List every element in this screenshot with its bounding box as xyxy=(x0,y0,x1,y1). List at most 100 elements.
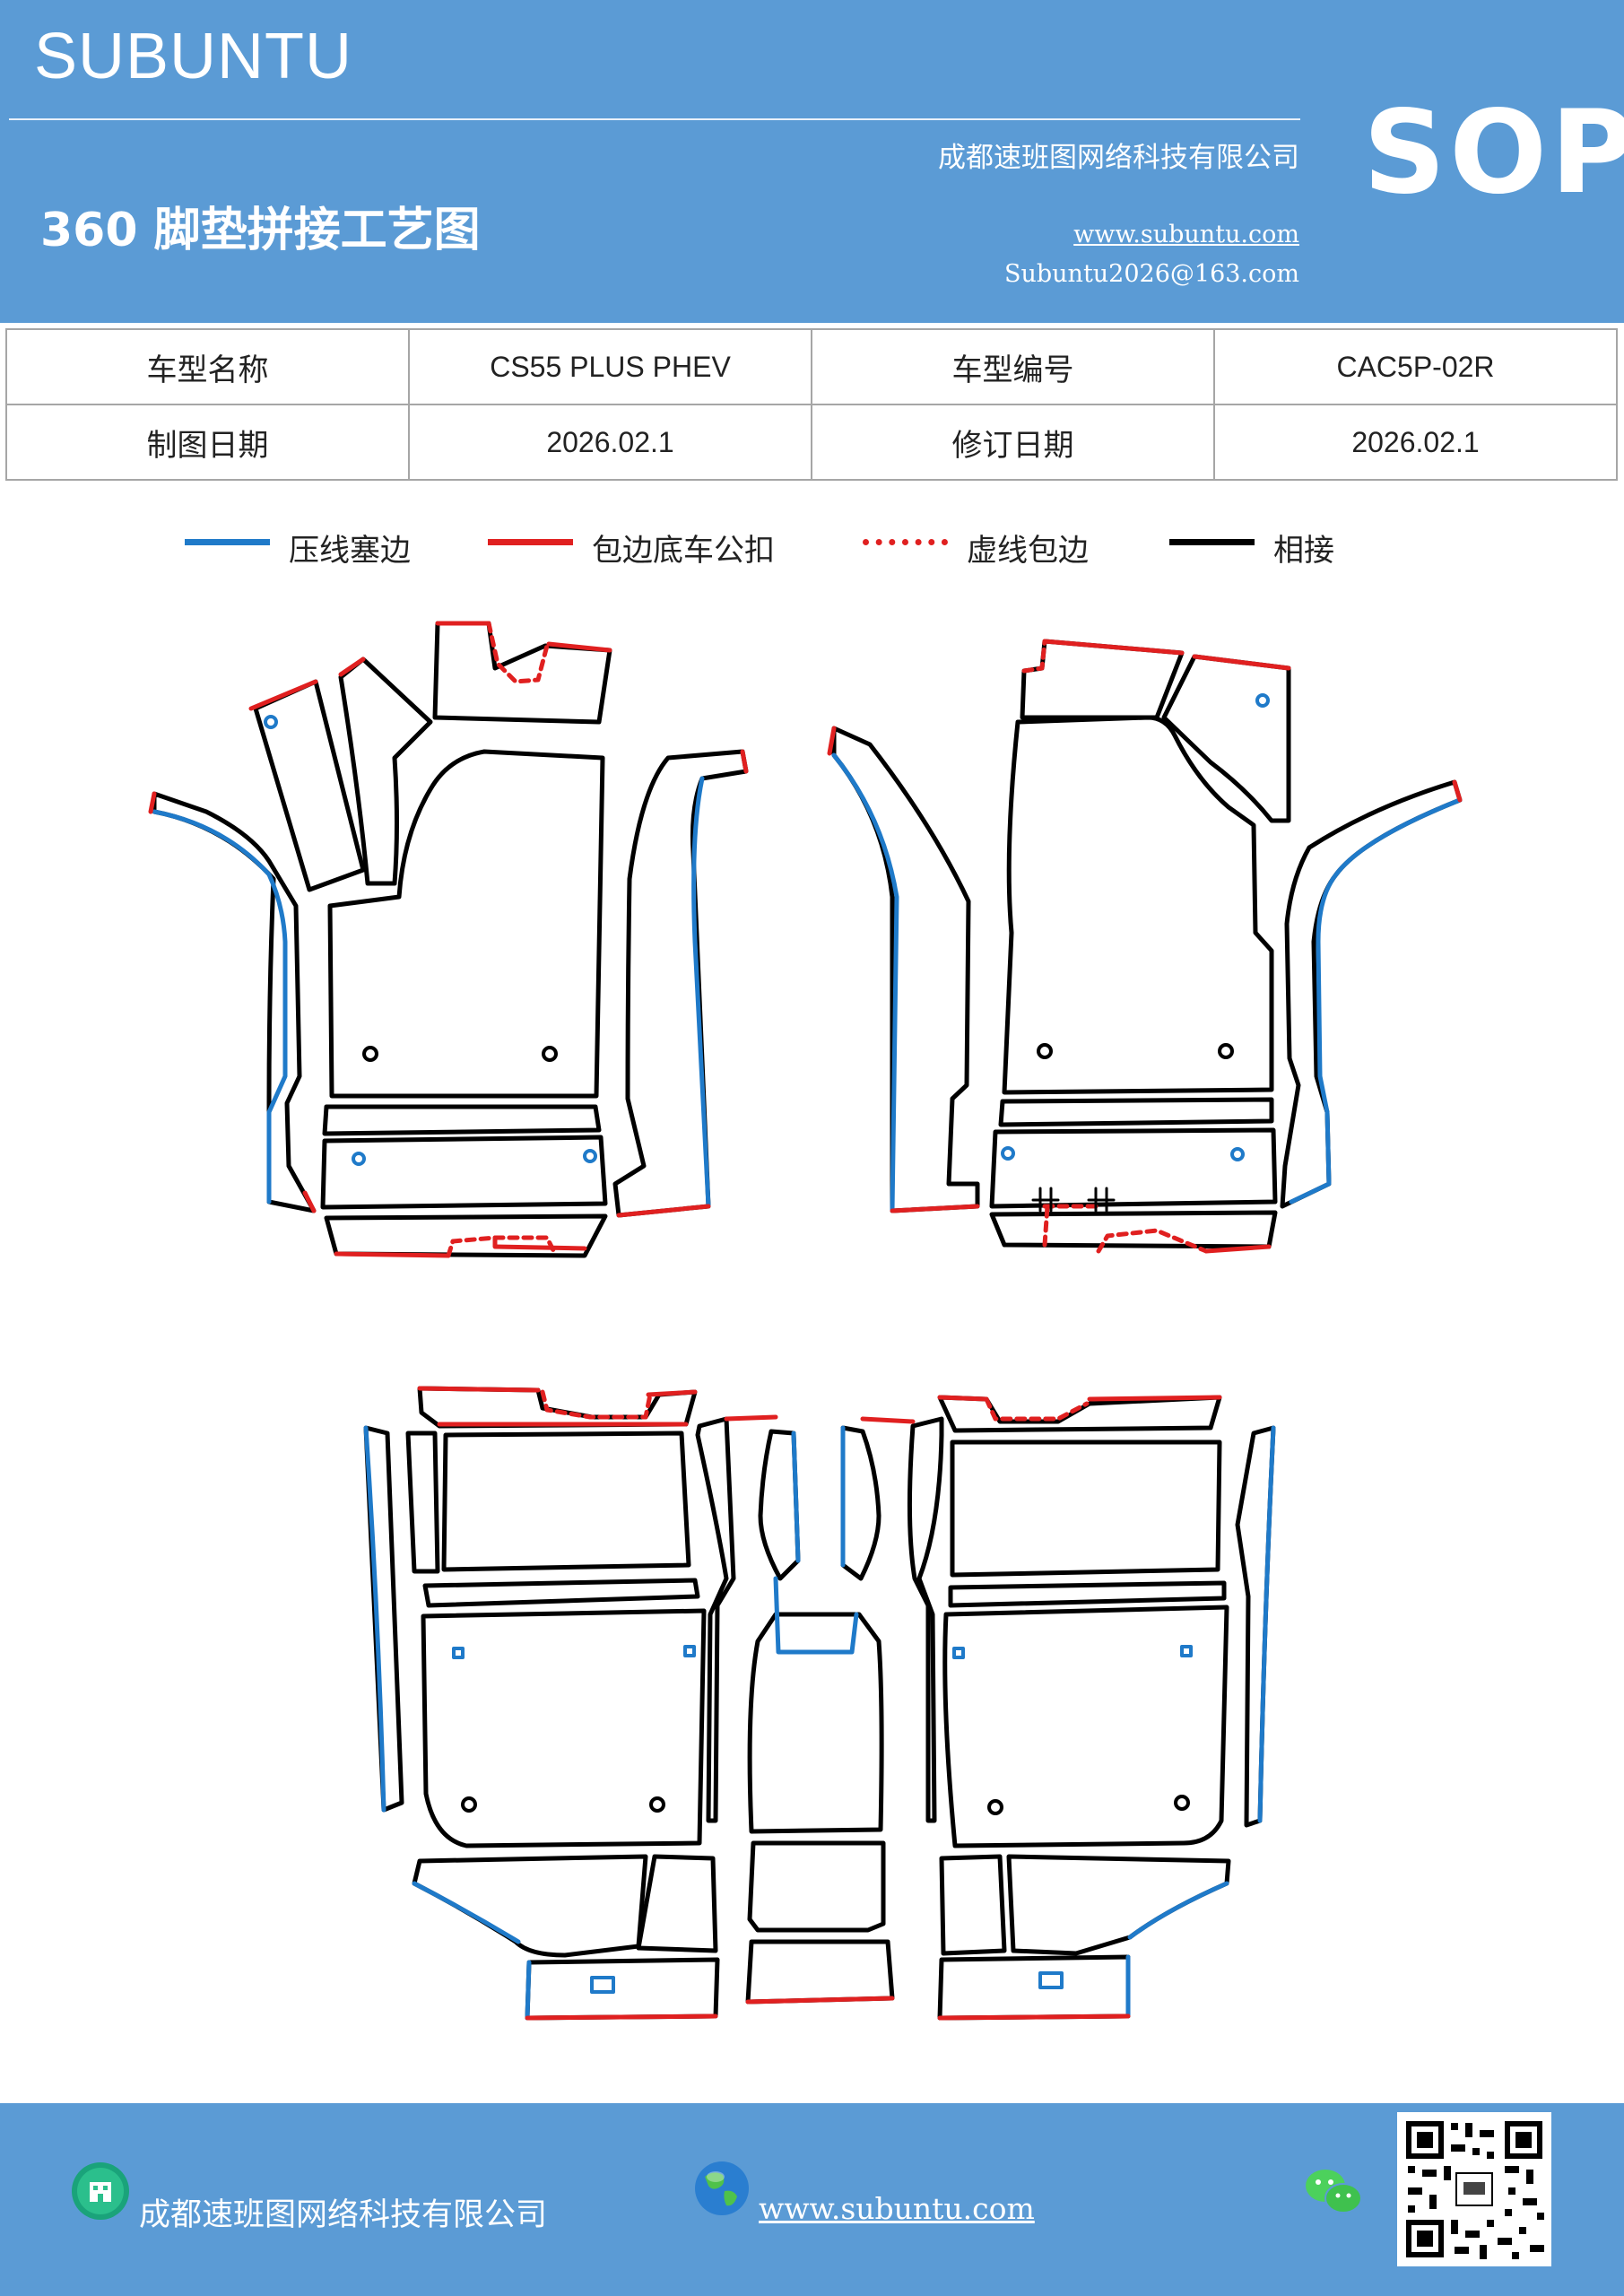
mat-edge xyxy=(546,641,612,653)
qr-code xyxy=(1397,2112,1551,2266)
mat-piece xyxy=(636,1854,718,1953)
mat-edge xyxy=(937,1395,989,1402)
table-cell-value: CS55 PLUS PHEV xyxy=(408,328,812,405)
legend-label: 虚线包边 xyxy=(967,533,1089,569)
mat-edge xyxy=(890,1204,980,1213)
mat-edge xyxy=(525,1960,532,2021)
table-cell-value: CAC5P-02R xyxy=(1213,328,1618,405)
mat-edge xyxy=(492,1244,587,1251)
mat-edge xyxy=(363,1425,386,1813)
header-banner: SUBUNTU 成都速班图网络科技有限公司 360 脚垫拼接工艺图 www.su… xyxy=(0,0,1624,323)
rear-mat-group xyxy=(363,1386,1276,2021)
table-row: 车型名称 CS55 PLUS PHEV 车型编号 CAC5P-02R xyxy=(5,328,1618,405)
mat-hole xyxy=(1218,1043,1234,1059)
mat-hole xyxy=(461,1796,477,1813)
legend-label: 包边底车公扣 xyxy=(592,533,775,569)
legend-swatch xyxy=(488,539,573,545)
mat-piece xyxy=(758,1429,801,1581)
document-title: 360 脚垫拼接工艺图 xyxy=(40,204,481,257)
mat-piece xyxy=(1235,1425,1276,1828)
mat-edge xyxy=(1289,797,1463,1205)
mat-hole xyxy=(649,1796,665,1813)
company-name: 成都速班图网络科技有限公司 xyxy=(938,142,1299,174)
mat-edge xyxy=(1257,1425,1276,1823)
mat-edge xyxy=(827,726,837,756)
mat-piece xyxy=(939,1854,1007,1956)
mat-piece xyxy=(412,1854,648,1958)
legend-swatch xyxy=(1169,539,1255,545)
table-cell-value: 2026.02.1 xyxy=(408,404,812,481)
mat-hole xyxy=(1180,1645,1193,1657)
vehicle-info-table: 车型名称 CS55 PLUS PHEV 车型编号 CAC5P-02R 制图日期 … xyxy=(5,328,1618,481)
mat-edge xyxy=(745,1996,895,2005)
mat-hole xyxy=(952,1647,965,1659)
mat-edge xyxy=(831,752,899,1213)
mat-piece xyxy=(405,1431,440,1574)
mat-edge xyxy=(1127,1881,1229,1940)
mat-edge xyxy=(334,1251,451,1258)
mat-piece xyxy=(152,791,317,1213)
mat-edge xyxy=(724,1414,778,1422)
mat-piece xyxy=(989,1210,1278,1249)
mat-hole xyxy=(1230,1147,1245,1161)
table-cell-value: 2026.02.1 xyxy=(1213,404,1618,481)
legend-swatch xyxy=(185,539,270,545)
mat-edge xyxy=(1096,1228,1209,1254)
mat-edge xyxy=(691,776,711,1209)
header-divider xyxy=(9,118,1300,120)
mat-piece xyxy=(422,1578,700,1608)
footer-website-link[interactable]: www.subuntu.com xyxy=(759,2191,1035,2226)
brand-name: SUBUNTU xyxy=(34,21,353,92)
mat-piece xyxy=(324,1213,608,1258)
mat-edge xyxy=(646,1389,698,1397)
sop-badge: SOP xyxy=(1363,86,1624,220)
footer-company-name: 成都速班图网络科技有限公司 xyxy=(139,2197,548,2233)
mat-hole xyxy=(583,1149,597,1163)
mat-piece xyxy=(998,1097,1274,1127)
mat-edge xyxy=(486,621,550,684)
footer-banner: 成都速班图网络科技有限公司 www.subuntu.com xyxy=(0,2103,1624,2296)
mat-piece xyxy=(525,1957,720,2021)
mat-edge xyxy=(937,2013,1131,2021)
mat-piece xyxy=(1006,1854,1231,1956)
mat-hole xyxy=(683,1645,696,1657)
mat-piece xyxy=(907,1416,944,1823)
mat-piece xyxy=(327,749,605,1099)
legend-swatch xyxy=(863,539,948,545)
mat-piece xyxy=(840,1425,881,1581)
mat-piece xyxy=(338,657,433,886)
mat-hole xyxy=(264,715,278,729)
mat-piece xyxy=(831,726,980,1213)
table-cell-label: 修订日期 xyxy=(811,404,1215,481)
mat-hole xyxy=(452,1647,465,1659)
mat-piece xyxy=(320,1135,608,1210)
mat-edge xyxy=(446,1235,498,1258)
mat-edge xyxy=(1452,779,1463,803)
table-cell-label: 制图日期 xyxy=(5,404,410,481)
mat-edge xyxy=(302,1190,317,1213)
mat-piece xyxy=(937,1395,1222,1433)
mat-edge xyxy=(525,2013,718,2021)
mat-edge xyxy=(417,1386,541,1393)
front-right-mat-group xyxy=(827,639,1463,1254)
mat-edge xyxy=(148,791,157,814)
mat-piece xyxy=(421,1608,707,1848)
mat-piece xyxy=(695,1416,736,1823)
mat-hole xyxy=(1255,693,1270,708)
legend-label: 压线塞边 xyxy=(289,533,411,569)
mat-piece xyxy=(942,1605,1229,1848)
website-link[interactable]: www.subuntu.com xyxy=(1073,221,1299,248)
mat-piece xyxy=(1161,654,1291,823)
mat-piece xyxy=(432,621,612,725)
mat-hole xyxy=(1001,1146,1015,1161)
contact-email[interactable]: Subuntu2026@163.com xyxy=(1004,260,1299,288)
mat-piece xyxy=(322,1104,602,1136)
mat-hole xyxy=(1174,1795,1190,1811)
building-icon xyxy=(72,2162,129,2220)
mat-piece xyxy=(745,1939,895,2005)
globe-icon xyxy=(695,2161,749,2215)
mat-edge xyxy=(412,1881,521,1944)
mat-edge xyxy=(1042,639,1185,656)
mat-edge xyxy=(338,657,366,677)
